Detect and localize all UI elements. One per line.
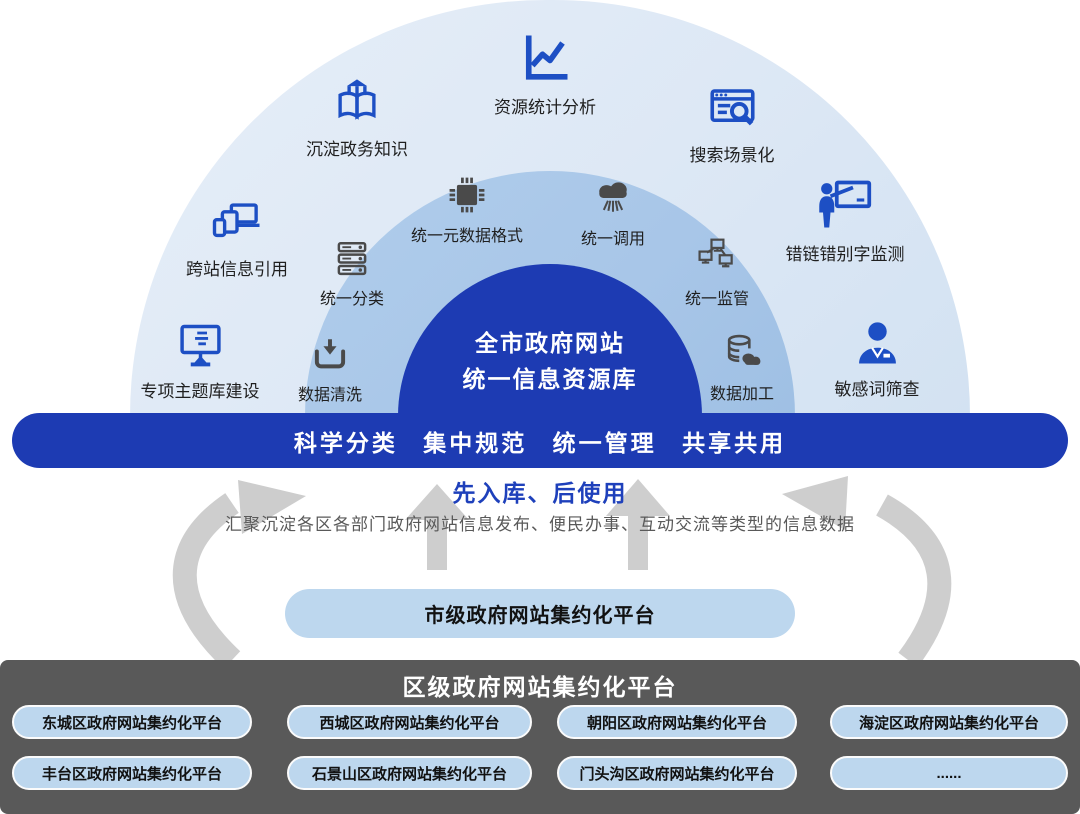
district-platform-fengtai: 丰台区政府网站集约化平台 xyxy=(12,756,252,790)
monitor-list-icon xyxy=(174,320,226,372)
arch-item-label: 统一监管 xyxy=(684,291,750,308)
slogan-title: 先入库、后使用 xyxy=(452,480,628,506)
inbox-download-icon xyxy=(309,334,351,376)
arch-item-knowledge: 沉淀政务知识 xyxy=(306,76,408,160)
arch-item-supervise: 统一监管 xyxy=(685,236,749,309)
arch-item-label: 专项主题库建设 xyxy=(140,382,260,401)
arch-item-label: 跨站信息引用 xyxy=(186,260,288,279)
arch-item-label: 统一分类 xyxy=(319,291,385,308)
arch-item-stats: 资源统计分析 xyxy=(494,28,596,118)
arch-item-label: 错链错别字监测 xyxy=(785,245,905,264)
teacher-board-icon xyxy=(815,175,875,235)
district-platform-mentougou: 门头沟区政府网站集约化平台 xyxy=(557,756,797,790)
district-platform-more: ...... xyxy=(830,756,1068,790)
arch-item-sensitive: 敏感词筛查 xyxy=(835,318,920,400)
central-resource-title: 全市政府网站 统一信息资源库 xyxy=(463,326,638,397)
arch-item-crosssite: 跨站信息引用 xyxy=(186,196,288,280)
arch-item-themelib: 专项主题库建设 xyxy=(141,320,260,402)
arch-item-label: 沉淀政务知识 xyxy=(306,140,408,159)
central-title-line1: 全市政府网站 xyxy=(475,330,625,356)
district-panel: 区级政府网站集约化平台 东城区政府网站集约化平台 西城区政府网站集约化平台 朝阳… xyxy=(0,660,1080,814)
principles-banner: 科学分类 集中规范 统一管理 共享共用 xyxy=(12,413,1068,468)
arch-item-classify: 统一分类 xyxy=(320,238,384,309)
arch-item-cleaning: 数据清洗 xyxy=(298,334,362,405)
arch-item-invoke: 统一调用 xyxy=(581,176,645,249)
browser-search-icon xyxy=(705,82,759,136)
arch-item-linkcheck: 错链错别字监测 xyxy=(786,175,905,265)
slogan-subtitle: 汇聚沉淀各区各部门政府网站信息发布、便民办事、互动交流等类型的信息数据 xyxy=(225,515,855,534)
arch-item-search: 搜索场景化 xyxy=(690,82,775,166)
computer-network-icon xyxy=(695,236,739,280)
arch-item-label: 敏感词筛查 xyxy=(834,380,920,399)
arch-item-metadata: 统一元数据格式 xyxy=(411,173,523,246)
arch-item-label: 资源统计分析 xyxy=(494,98,596,117)
database-process-icon xyxy=(720,331,764,375)
cloud-invoke-icon xyxy=(591,176,635,220)
arch-item-label: 搜索场景化 xyxy=(689,146,775,165)
line-chart-icon xyxy=(515,28,575,88)
arch-item-label: 统一调用 xyxy=(580,231,646,248)
chip-icon xyxy=(445,173,489,217)
multi-device-icon xyxy=(210,196,264,250)
district-platform-xicheng: 西城区政府网站集约化平台 xyxy=(287,705,532,739)
book-knowledge-icon xyxy=(330,76,384,130)
central-title-line2: 统一信息资源库 xyxy=(462,365,638,392)
server-stack-icon xyxy=(331,238,373,280)
arch-item-processing: 数据加工 xyxy=(710,331,774,404)
city-platform-pill: 市级政府网站集约化平台 xyxy=(285,589,795,638)
arch-item-label: 数据加工 xyxy=(709,386,775,403)
district-platform-chaoyang: 朝阳区政府网站集约化平台 xyxy=(557,705,797,739)
district-platform-dongcheng: 东城区政府网站集约化平台 xyxy=(12,705,252,739)
person-audit-icon xyxy=(851,318,903,370)
district-panel-title: 区级政府网站集约化平台 xyxy=(402,674,678,700)
arch-item-label: 数据清洗 xyxy=(297,387,363,404)
district-platform-haidian: 海淀区政府网站集约化平台 xyxy=(830,705,1068,739)
district-platform-shijingshan: 石景山区政府网站集约化平台 xyxy=(287,756,532,790)
arch-item-label: 统一元数据格式 xyxy=(410,228,524,245)
